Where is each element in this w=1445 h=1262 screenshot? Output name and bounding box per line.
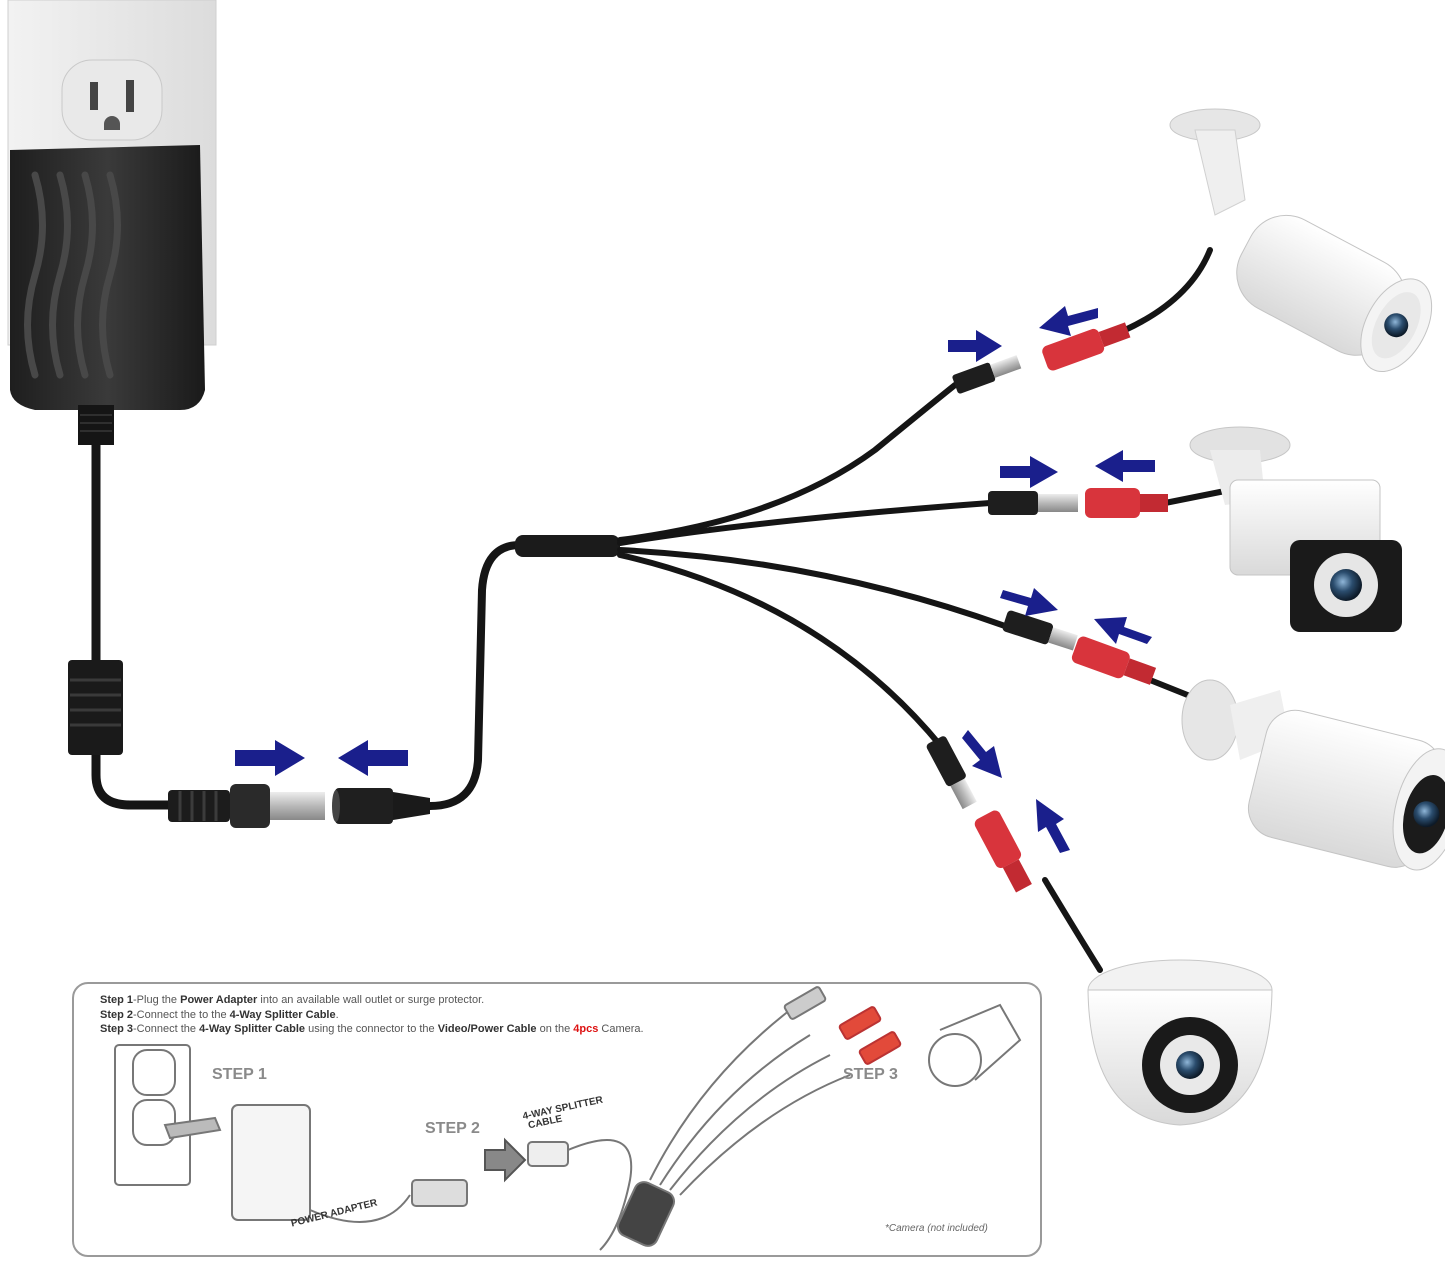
step-1-label: STEP 1	[212, 1066, 267, 1083]
step-3-line: Step 3-Connect the 4-Way Splitter Cable …	[100, 1023, 644, 1035]
step-2-label: STEP 2	[425, 1120, 480, 1137]
dc-female-plug	[332, 788, 430, 824]
bullet-camera-icon	[1181, 679, 1445, 871]
arrow-icon	[235, 306, 1155, 853]
step-1-line: Step 1-Plug the Power Adapter into an av…	[100, 994, 485, 1006]
step-2-line: Step 2-Connect the to the 4-Way Splitter…	[100, 1008, 339, 1021]
connector-pair-2	[988, 488, 1168, 518]
power-adapter-icon	[10, 145, 205, 445]
bullet-camera-icon	[1189, 426, 1402, 632]
connector-pair-4	[926, 736, 1032, 893]
splitter-cable-icon	[515, 535, 620, 557]
step-3-label: STEP 3	[843, 1066, 898, 1083]
step-instructions: Step 1-Plug the Power Adapter into an av…	[100, 993, 644, 1037]
connector-pair-3	[1002, 610, 1157, 685]
dome-camera-icon	[1087, 959, 1273, 1126]
camera-note: *Camera (not included)	[885, 1223, 988, 1234]
dc-male-plug	[168, 784, 325, 828]
connector-pair-1	[952, 322, 1131, 394]
bullet-camera-icon	[1169, 108, 1433, 373]
ferrite-core	[68, 660, 123, 755]
